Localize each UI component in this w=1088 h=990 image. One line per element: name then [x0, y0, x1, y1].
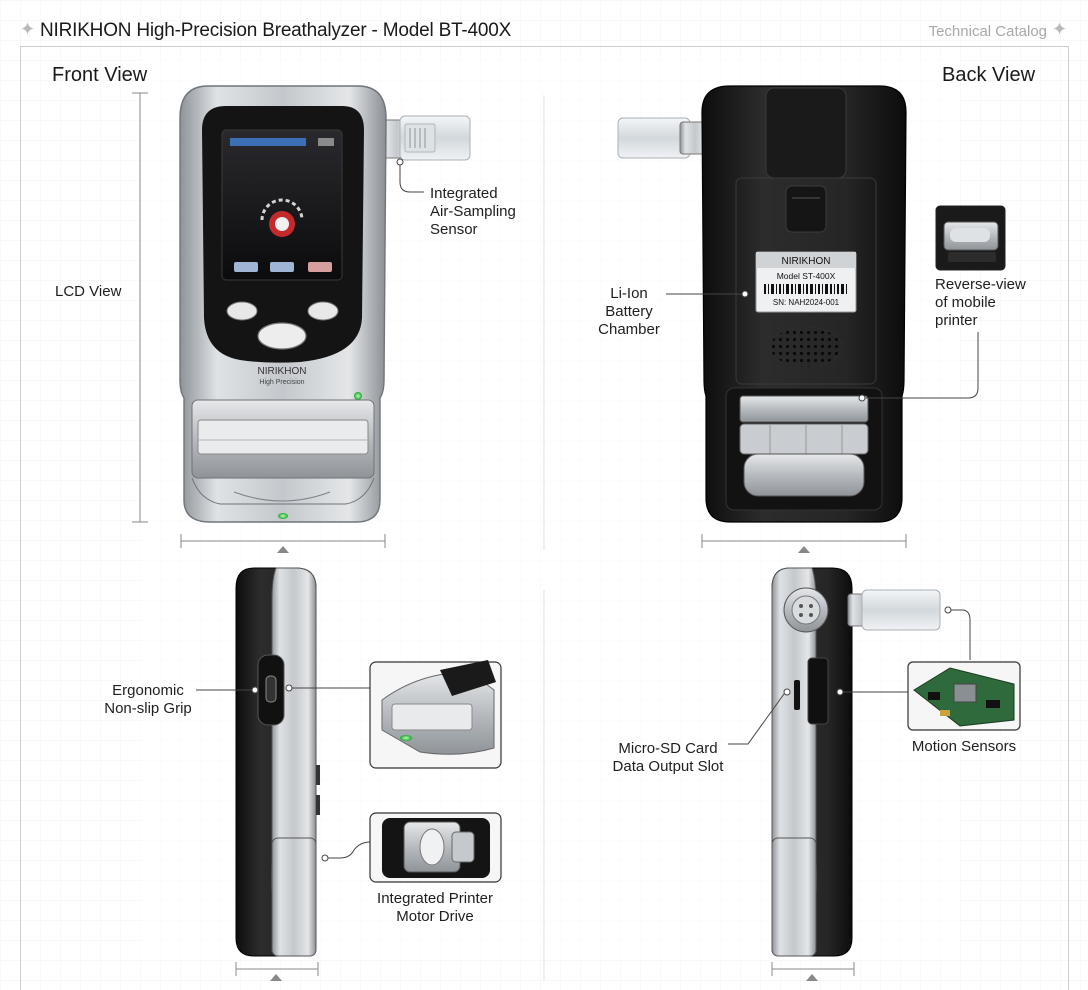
air-sensor-line3: Sensor [430, 221, 478, 238]
battery-line3: Chamber [598, 321, 660, 338]
printer-reverse-line3: printer [935, 312, 978, 329]
motor-line1: Integrated Printer [377, 890, 493, 907]
header-star-icon-right: ✦ [1052, 19, 1068, 39]
sd-card-line1: Micro-SD Card [618, 740, 718, 757]
motor-line2: Motor Drive [396, 908, 474, 925]
battery-line1: Li-Ion [610, 285, 648, 302]
back-brand: NIRIKHON [782, 256, 831, 267]
printer-reverse-line1: Reverse-view [935, 276, 1026, 293]
front-view-title: Front View [52, 64, 148, 86]
title-brand: NIRIKHON [40, 20, 132, 41]
back-serial: SN: NAH2024-001 [773, 298, 840, 307]
front-sub: High Precision [259, 379, 304, 386]
grip-line1: Ergonomic [112, 682, 184, 699]
front-brand: NIRIKHON [258, 366, 307, 377]
printer-reverse-line2: of mobile [935, 294, 996, 311]
lcd-view-label: LCD View [55, 283, 122, 300]
grip-label: Ergonomic Non-slip Grip [96, 682, 200, 718]
battery-label: Li-Ion Battery Chamber [590, 285, 668, 339]
back-view-title: Back View [942, 64, 1036, 86]
title-rest: High-Precision Breathalyzer - Model BT-4… [136, 20, 512, 41]
air-sensor-label: Integrated Air-Sampling Sensor [430, 185, 516, 239]
air-sensor-line1: Integrated [430, 185, 498, 202]
motion-sensors-label: Motion Sensors [911, 738, 1017, 755]
back-model: Model ST-400X [777, 271, 836, 281]
catalog-frame [20, 46, 1069, 990]
motor-label: Integrated Printer Motor Drive [366, 890, 504, 926]
printer-reverse-label: Reverse-view of mobile printer [935, 276, 1026, 330]
battery-line2: Battery [605, 303, 653, 320]
header-star-icon: ✦ [20, 19, 36, 39]
sd-card-line2: Data Output Slot [612, 758, 724, 775]
sd-card-label: Micro-SD Card Data Output Slot [606, 740, 730, 776]
page-title: NIRIKHON High-Precision Breathalyzer - M… [40, 20, 511, 42]
catalog-label: Technical Catalog [928, 23, 1047, 40]
grip-line2: Non-slip Grip [104, 700, 192, 717]
air-sensor-line2: Air-Sampling [430, 203, 516, 220]
